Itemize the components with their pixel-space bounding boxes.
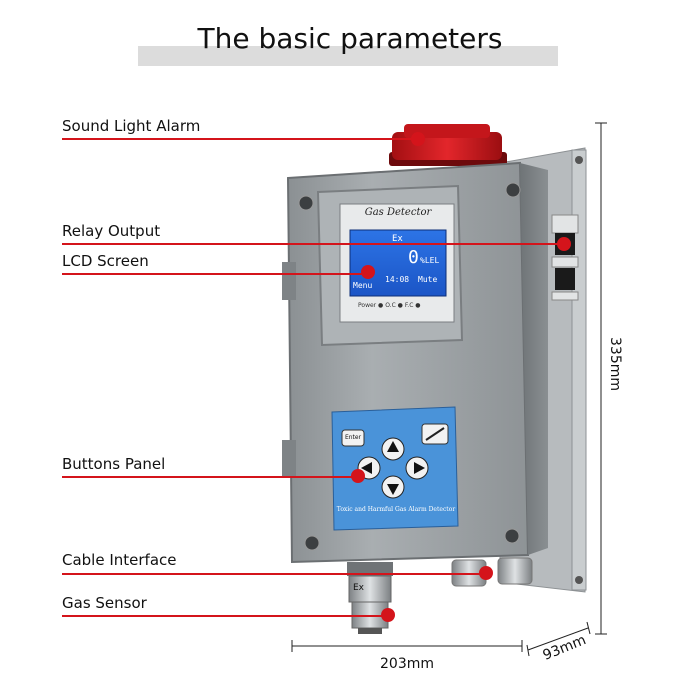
callout-dot-relay-output — [557, 237, 571, 251]
callout-line-sound-light-alarm — [62, 138, 418, 140]
width-dimension: 203mm — [380, 656, 434, 672]
callout-line-cable-interface — [62, 573, 486, 575]
relay-output-switches — [551, 214, 579, 301]
callout-line-buttons-panel — [62, 476, 358, 478]
lcd-mute-label: Mute — [418, 275, 438, 284]
callout-gas-sensor: Gas Sensor — [62, 594, 147, 612]
sensor-label: Ex — [353, 583, 365, 593]
keypad-panel — [331, 406, 459, 531]
callout-line-gas-sensor — [62, 615, 388, 617]
dimension-lines — [291, 122, 607, 657]
sound-light-alarm-unit — [389, 124, 507, 166]
lcd-menu-label: Menu — [353, 281, 373, 290]
page-title: The basic parameters — [197, 22, 503, 55]
enter-button-label: Enter — [344, 434, 362, 441]
window-label: Gas Detector — [364, 207, 432, 218]
callout-relay-output: Relay Output — [62, 222, 161, 240]
callout-dot-gas-sensor — [381, 608, 395, 622]
lcd-screen-panel — [349, 229, 447, 297]
header: The basic parameters — [0, 0, 700, 80]
callout-dot-cable-interface — [479, 566, 493, 580]
lcd-unit: %LEL — [420, 256, 440, 265]
callout-line-relay-output — [62, 243, 564, 245]
callout-lcd-screen: LCD Screen — [62, 252, 149, 270]
callout-dot-sound-light-alarm — [411, 132, 425, 146]
lcd-time: 14:08 — [385, 275, 410, 284]
title-underline — [138, 46, 558, 66]
height-dimension: 335mm — [607, 337, 623, 391]
callout-buttons-panel: Buttons Panel — [62, 455, 166, 473]
callout-dot-buttons-panel — [351, 469, 365, 483]
lcd-top-text: Ex — [392, 234, 403, 244]
callout-sound-light-alarm: Sound Light Alarm — [62, 117, 201, 135]
keypad-caption: Toxic and Harmful Gas Alarm Detector — [336, 506, 456, 513]
status-indicators: Power ● O.C ● F.C ● — [358, 302, 421, 309]
callout-cable-interface: Cable Interface — [62, 551, 177, 569]
callout-line-lcd-screen — [62, 273, 368, 275]
callout-dot-lcd-screen — [361, 265, 375, 279]
lcd-reading: 0 — [408, 247, 419, 268]
